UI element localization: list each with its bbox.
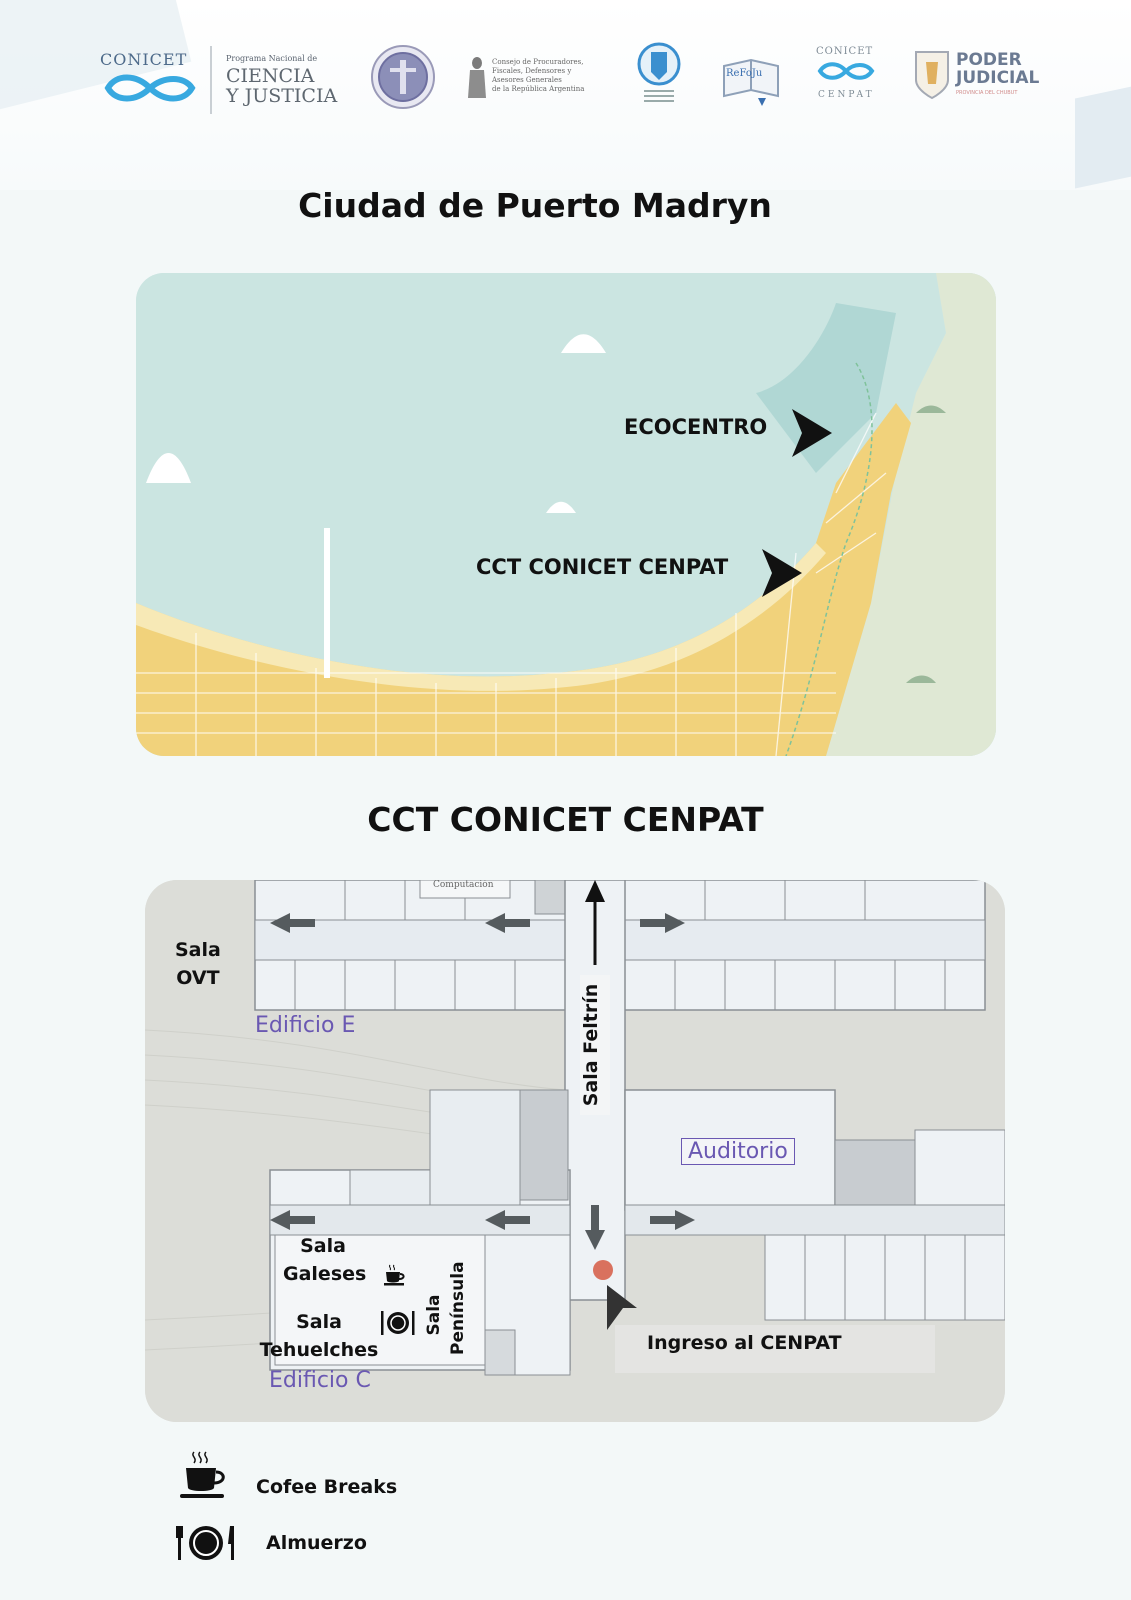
poder-text: PODER — [956, 50, 1022, 70]
ingreso-label: Ingreso al CENPAT — [647, 1332, 842, 1354]
consejo-line: Fiscales, Defensores y — [492, 67, 572, 75]
city-map-graphic — [136, 273, 996, 756]
header-banner: CONICET Programa Nacional de CIENCIA Y J… — [0, 0, 1131, 190]
ciencia-justicia-logo: Programa Nacional de CIENCIA Y JUSTICIA — [226, 54, 356, 114]
cenpat-logo-top: CONICET — [816, 46, 874, 57]
edificio-c-label: Edificio C — [269, 1368, 371, 1393]
shield-icon — [915, 51, 949, 100]
sala-peninsula-label: Sala Península — [422, 1261, 472, 1355]
floor-plan: Computación Sala OVT Edificio E Sala Fel… — [145, 880, 1005, 1422]
consejo-line: Asesores Generales — [492, 76, 562, 84]
ecocentro-marker-icon — [792, 409, 832, 457]
city-map: ECOCENTRO CCT CONICET CENPAT — [136, 273, 996, 756]
sala-galeses-label: Sala Galeses — [283, 1232, 367, 1288]
logo-line2: Y JUSTICIA — [226, 85, 338, 107]
sala-tehuelches-line: Tehuelches — [259, 1339, 379, 1361]
consejo-logo: Consejo de Procuradores, Fiscales, Defen… — [466, 56, 606, 100]
plate-cutlery-icon — [381, 1311, 415, 1335]
judicial-text: JUDICIAL — [956, 68, 1040, 88]
seal-logo — [371, 45, 435, 109]
header-decoration — [1075, 81, 1131, 189]
auditorio-label: Auditorio — [681, 1138, 795, 1165]
infinity-icon — [104, 74, 196, 102]
sala-ovt-line: Sala — [175, 939, 221, 961]
legend-coffee-label: Cofee Breaks — [256, 1476, 398, 1498]
book-logo: ReFoJu — [718, 44, 784, 110]
book-logo-text: ReFoJu — [726, 68, 763, 79]
coffee-icon — [180, 1451, 225, 1498]
logo-line1: CIENCIA — [226, 65, 315, 87]
cenpat-logo-bottom: CENPAT — [818, 90, 875, 100]
infinity-icon — [817, 62, 875, 80]
conicet-logo-text: CONICET — [100, 50, 188, 69]
consejo-line: Consejo de Procuradores, — [492, 58, 584, 66]
sala-ovt-label: Sala OVT — [175, 936, 221, 992]
plate-cutlery-icon — [176, 1526, 234, 1560]
sala-tehuelches-label: Sala Tehuelches — [259, 1308, 379, 1364]
conicet-cenpat-logo: CONICET CENPAT — [810, 46, 880, 104]
sala-tehuelches-line: Sala — [296, 1311, 342, 1333]
cenpat-marker-icon — [762, 549, 802, 597]
plan-title: CCT CONICET CENPAT — [367, 800, 764, 839]
city-title: Ciudad de Puerto Madryn — [298, 186, 772, 225]
cenpat-map-label: CCT CONICET CENPAT — [476, 555, 729, 579]
poder-judicial-logo: PODER JUDICIAL PROVINCIA DEL CHUBUT — [912, 48, 1042, 104]
logo-small-text: Programa Nacional de — [226, 54, 318, 63]
sala-ovt-line: OVT — [176, 967, 220, 989]
computacion-label: Computación — [433, 880, 494, 890]
consejo-line: de la República Argentina — [492, 85, 585, 93]
legend: Cofee Breaks Almuerzo — [176, 1450, 476, 1570]
sala-peninsula-line: Sala — [424, 1294, 444, 1336]
sala-feltrin-label: Sala Feltrín — [580, 975, 610, 1115]
floor-plan-graphic — [145, 880, 1005, 1422]
sala-peninsula-line: Península — [448, 1261, 468, 1355]
conicet-logo: CONICET — [100, 50, 200, 110]
consejo-text: Consejo de Procuradores, Fiscales, Defen… — [492, 58, 584, 94]
shield-logo — [637, 42, 681, 102]
book-icon — [723, 58, 779, 106]
statue-icon — [468, 57, 486, 98]
logo-divider — [210, 46, 212, 114]
ecocentro-label: ECOCENTRO — [624, 415, 768, 439]
edificio-e-label: Edificio E — [255, 1013, 356, 1038]
coffee-icon — [384, 1264, 405, 1286]
sala-galeses-line: Sala — [300, 1235, 346, 1257]
legend-almuerzo-label: Almuerzo — [266, 1532, 367, 1554]
sala-galeses-line: Galeses — [283, 1263, 367, 1285]
provincia-text: PROVINCIA DEL CHUBUT — [956, 90, 1018, 96]
